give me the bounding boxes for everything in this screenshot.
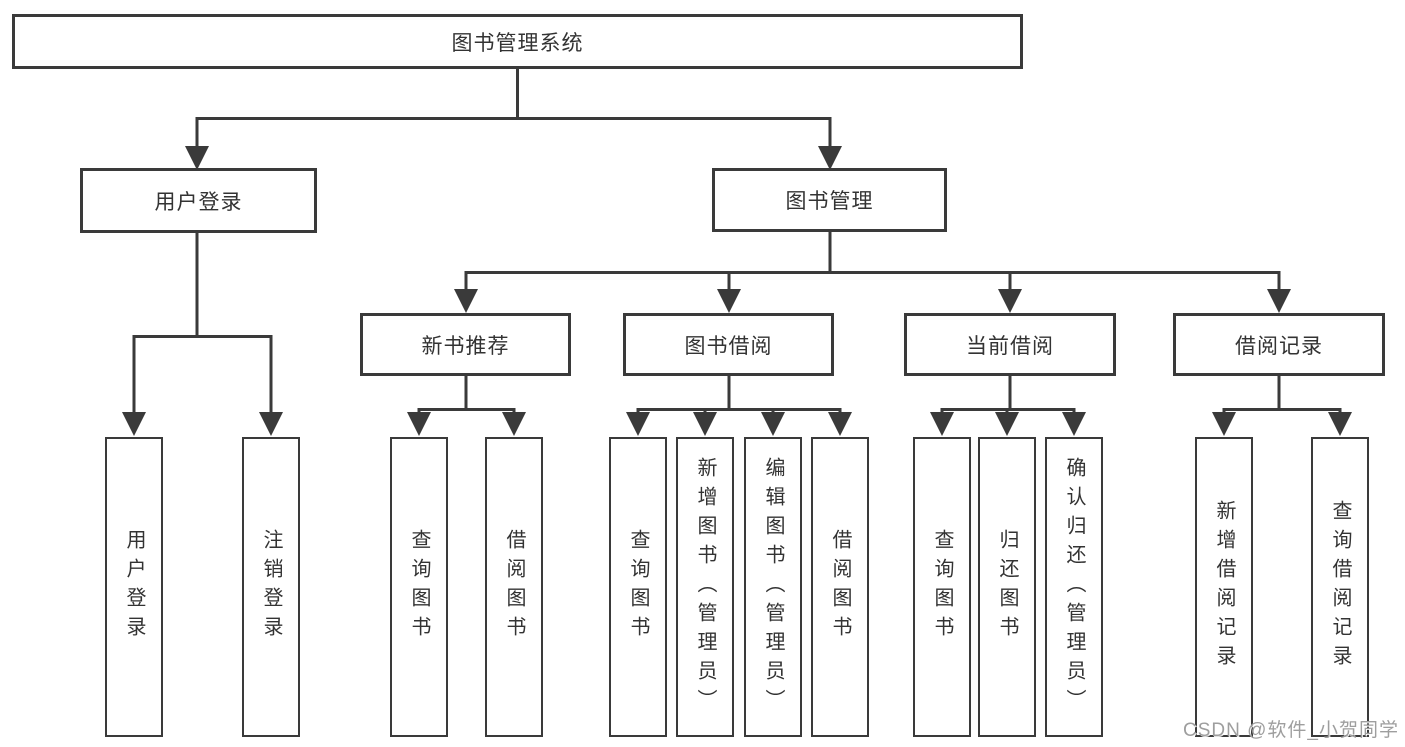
arrow-icon [828,412,852,436]
leaf-user-login: 用户登录 [105,437,163,737]
connector-record [1222,375,1342,416]
node-root-label: 图书管理系统 [451,31,584,55]
leaf-borrow-query: 查询图书 [609,437,667,737]
leaf-current-confirm-label: 确认归还（管理员） [1063,456,1085,718]
arrow-icon [818,146,842,170]
leaf-newbook-query: 查询图书 [390,437,448,737]
leaf-newbook-borrow: 借阅图书 [485,437,543,737]
node-user-login: 用户登录 [80,168,317,233]
arrow-icon [1328,412,1352,436]
leaf-borrow-add: 新增图书（管理员） [676,437,734,737]
arrow-icon [998,289,1022,313]
arrow-icon [930,412,954,436]
leaf-newbook-query-label: 查询图书 [408,529,430,645]
leaf-current-return: 归还图书 [978,437,1036,737]
node-root: 图书管理系统 [12,14,1023,69]
connector-current [940,375,1076,416]
arrow-icon [259,412,283,436]
leaf-borrow-add-label: 新增图书（管理员） [694,456,716,718]
arrow-icon [185,146,209,170]
leaf-user-login-label: 用户登录 [123,529,145,645]
leaf-record-query: 查询借阅记录 [1311,437,1369,737]
leaf-borrow-edit: 编辑图书（管理员） [744,437,802,737]
arrow-icon [122,412,146,436]
leaf-logout-label: 注销登录 [260,529,282,645]
node-user-login-label: 用户登录 [154,190,243,214]
arrow-icon [1062,412,1086,436]
node-new-book-recommend-label: 新书推荐 [421,334,510,358]
connector-new-book [417,375,516,416]
leaf-borrow-borrow-label: 借阅图书 [829,529,851,645]
leaf-current-query-label: 查询图书 [931,529,953,645]
leaf-current-confirm: 确认归还（管理员） [1045,437,1103,737]
node-book-borrow: 图书借阅 [623,313,834,376]
leaf-current-return-label: 归还图书 [996,529,1018,645]
leaf-record-add: 新增借阅记录 [1195,437,1253,737]
watermark-text: CSDN @软件_小贺同学 [1183,720,1399,741]
leaf-borrow-edit-label: 编辑图书（管理员） [762,456,784,718]
connector-book-mgmt [464,231,1281,293]
node-current-borrow-label: 当前借阅 [966,334,1054,358]
arrow-icon [995,412,1019,436]
node-current-borrow: 当前借阅 [904,313,1116,376]
leaf-logout: 注销登录 [242,437,300,737]
arrow-icon [717,289,741,313]
node-book-borrow-label: 图书借阅 [684,334,773,358]
arrow-icon [502,412,526,436]
arrow-icon [761,412,785,436]
node-borrow-record-label: 借阅记录 [1235,334,1323,358]
leaf-borrow-query-label: 查询图书 [627,529,649,645]
node-book-management: 图书管理 [712,168,947,232]
leaf-record-query-label: 查询借阅记录 [1329,500,1351,674]
arrow-icon [1212,412,1236,436]
node-book-management-label: 图书管理 [785,190,874,213]
node-new-book-recommend: 新书推荐 [360,313,571,376]
connector-user-login [132,232,273,416]
leaf-borrow-borrow: 借阅图书 [811,437,869,737]
connector-root [195,68,832,150]
node-borrow-record: 借阅记录 [1173,313,1385,376]
leaf-record-add-label: 新增借阅记录 [1213,500,1235,674]
arrow-icon [693,412,717,436]
arrow-icon [407,412,431,436]
arrow-icon [626,412,650,436]
leaf-current-query: 查询图书 [913,437,971,737]
connector-borrow [636,375,842,416]
leaf-newbook-borrow-label: 借阅图书 [503,529,525,645]
arrow-icon [1267,289,1291,313]
arrow-icon [454,289,478,313]
